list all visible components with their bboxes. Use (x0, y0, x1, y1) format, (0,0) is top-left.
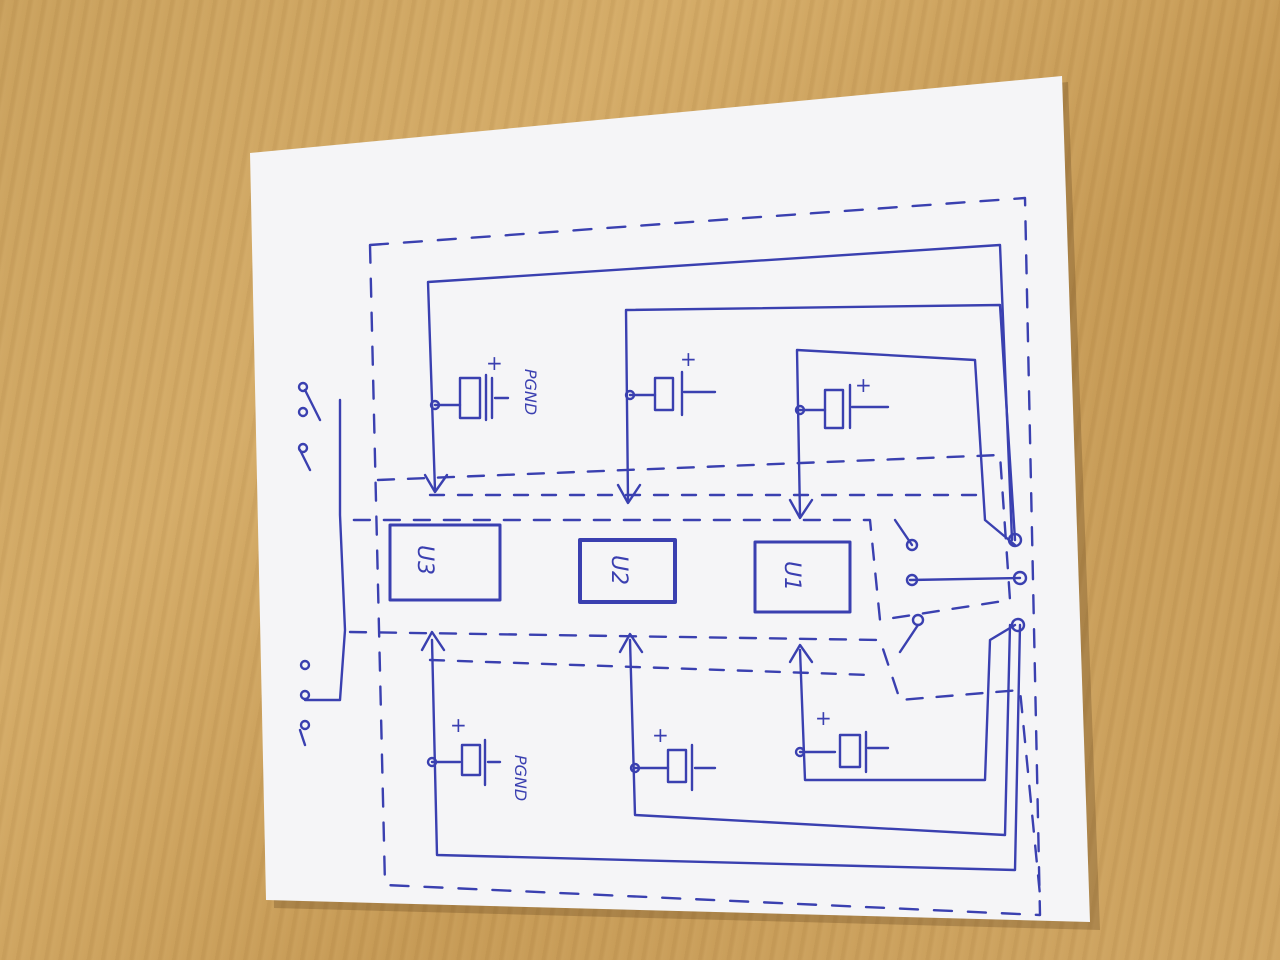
plus-label: + (815, 706, 832, 730)
trace-u2-bottom (628, 623, 1012, 837)
capacitor-top-u2 (624, 370, 717, 417)
trace-u1-top (795, 348, 1017, 547)
chip-u3 (388, 523, 502, 602)
trace-u1-bottom (798, 623, 1017, 782)
bottom-dashed-region (348, 630, 1042, 897)
switch-pad (905, 573, 919, 587)
left-top-wire (303, 398, 347, 702)
probe-pad (299, 659, 311, 671)
connector-pad (1007, 532, 1023, 548)
left-probe-bottom (298, 728, 307, 747)
arrow-u1-bottom (788, 643, 814, 664)
chip-label-u3: U3 (412, 545, 437, 575)
chip-u2 (578, 538, 677, 604)
lower-middle-dashed-line (428, 658, 872, 677)
capacitor-bottom-u3 (426, 738, 502, 787)
probe-pad (297, 406, 309, 418)
probe-pad (299, 689, 311, 701)
connector-pad (1010, 617, 1026, 633)
capacitor-bottom-u1 (794, 730, 890, 774)
bus-wire (908, 576, 1022, 582)
plus-label: + (486, 351, 503, 375)
left-probe-top-1 (303, 388, 322, 422)
capacitor-bottom-u2 (629, 743, 717, 792)
trace-u2-top (624, 303, 1017, 542)
plus-label: + (680, 347, 697, 371)
probe-pad (299, 719, 311, 731)
trace-u3-bottom (430, 623, 1022, 872)
capacitor-top-u3 (429, 373, 510, 422)
chip-u1 (753, 540, 852, 614)
pgnd-label-bottom: PGND (511, 755, 530, 801)
plus-label: + (652, 723, 669, 747)
arrow-u2-bottom (618, 632, 644, 654)
outer-dashed-border (368, 196, 1042, 917)
chip-label-u2: U2 (606, 555, 631, 585)
probe-pad (297, 442, 309, 454)
switch-pad (911, 613, 925, 627)
arrow-u3-bottom (420, 630, 446, 652)
top-dashed-region (348, 453, 1012, 622)
capacitor-top-u1 (794, 383, 890, 430)
chip-label-u1: U1 (779, 561, 804, 591)
arrow-u1-top (788, 498, 814, 520)
paper-sheet (250, 76, 1090, 922)
arrow-u3-top (423, 473, 449, 494)
plus-label: + (450, 713, 467, 737)
probe-pad (297, 381, 309, 393)
left-probe-top-2 (298, 448, 312, 472)
connector-pad (1012, 570, 1028, 586)
plus-label: + (855, 373, 872, 397)
switch-pad (905, 538, 919, 552)
arrow-u2-top (616, 483, 642, 505)
pgnd-label-top: PGND (521, 369, 540, 415)
switch-arm-bottom (898, 623, 920, 654)
